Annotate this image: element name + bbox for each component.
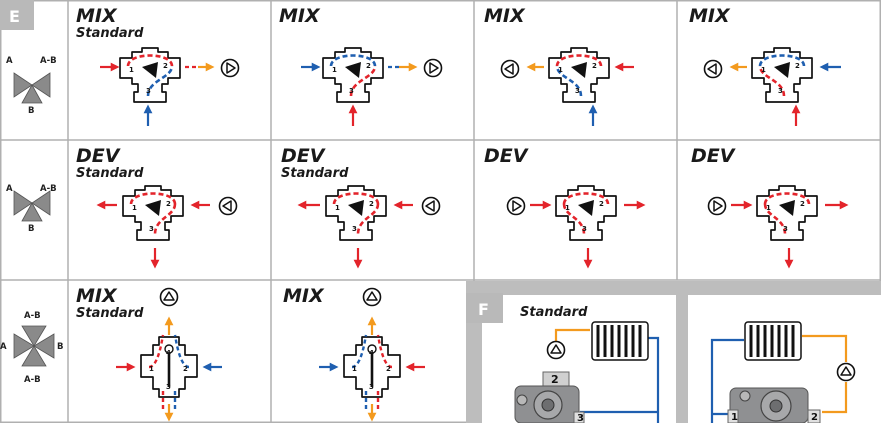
svg-text:1: 1 (352, 365, 357, 373)
valve-photo: 1 2 (727, 387, 821, 423)
cell-mode-label: MIX (689, 5, 731, 27)
cell-mix: MIX 1 2 3 (484, 5, 634, 126)
svg-text:1: 1 (558, 66, 563, 74)
cell-subtitle: Standard (281, 166, 349, 181)
cell-mix-4way: MIX 1 2 4 3 (283, 285, 425, 422)
pump-icon (506, 196, 526, 216)
svg-text:2: 2 (599, 200, 604, 208)
svg-text:1: 1 (766, 204, 771, 212)
cell-subtitle: Standard (76, 306, 144, 321)
cell-dev-standard: DEV Standard 1 2 3 (76, 145, 238, 269)
svg-text:1: 1 (149, 365, 154, 373)
svg-text:2: 2 (795, 62, 800, 70)
pump-icon (220, 58, 240, 78)
svg-text:1: 1 (132, 204, 137, 212)
cell-subtitle: Standard (76, 26, 144, 41)
svg-text:E: E (9, 7, 20, 26)
svg-text:2: 2 (366, 62, 371, 70)
svg-text:3: 3 (146, 87, 151, 95)
svg-text:2: 2 (811, 412, 818, 423)
svg-text:3: 3 (577, 413, 584, 423)
cell-dev: DEV 1 2 3 (691, 145, 849, 269)
svg-text:3: 3 (166, 383, 171, 391)
valve-label-b: B (28, 106, 34, 116)
cell-mode-label: MIX (484, 5, 526, 27)
valve-label-a: A (6, 56, 13, 66)
svg-text:3: 3 (778, 87, 783, 95)
section-e-badge: E (0, 0, 34, 30)
valve-label-ab: A-B (40, 56, 57, 66)
svg-text:4: 4 (369, 349, 374, 357)
valve-label-b: B (28, 224, 34, 234)
svg-text:3: 3 (369, 383, 374, 391)
cell-mode-label: MIX (76, 5, 118, 27)
cell-mode-label: DEV (281, 145, 326, 167)
cell-subtitle: Standard (76, 166, 144, 181)
cell-mix-standard: MIX Standard 1 2 3 (76, 5, 240, 126)
valve-label-a: A (0, 342, 7, 352)
svg-text:1: 1 (332, 66, 337, 74)
section-f-badge: F (466, 293, 503, 323)
svg-text:F: F (478, 300, 489, 319)
pump-icon (159, 287, 179, 307)
pump-icon (500, 59, 520, 79)
valve-label-ab: A-B (40, 184, 57, 194)
pump-icon (218, 196, 238, 216)
svg-text:2: 2 (800, 200, 805, 208)
svg-text:2: 2 (166, 200, 171, 208)
cell-mode-label: MIX (283, 285, 325, 307)
valve-symbol-3way-mix: A A-B B (6, 56, 57, 116)
svg-text:3: 3 (349, 87, 354, 95)
valve-label-a: A (6, 184, 13, 194)
svg-text:4: 4 (166, 349, 171, 357)
pump-icon (362, 287, 382, 307)
section-f-title: Standard (520, 305, 588, 320)
radiator-icon (590, 320, 650, 362)
svg-text:1: 1 (731, 412, 738, 423)
svg-text:2: 2 (592, 62, 597, 70)
valve-symbol-4way: A-B A B A-B (0, 311, 63, 385)
cell-mix-4way-standard: MIX Standard 1 2 4 3 (76, 285, 222, 422)
svg-text:1: 1 (761, 66, 766, 74)
svg-text:2: 2 (163, 62, 168, 70)
cell-mode-label: MIX (76, 285, 118, 307)
cell-mix: MIX 1 2 3 (279, 5, 443, 126)
svg-text:3: 3 (149, 225, 154, 233)
installation-standard: 2 3 (514, 320, 660, 423)
cell-mode-label: DEV (484, 145, 529, 167)
pump-icon (703, 59, 723, 79)
cell-mode-label: DEV (76, 145, 121, 167)
valve-photo: 2 3 (514, 371, 585, 423)
valve-symbol-3way-dev: A A-B B (6, 184, 57, 234)
svg-text:3: 3 (352, 225, 357, 233)
pump-icon (836, 362, 856, 382)
valve-label-ab-top: A-B (24, 311, 41, 321)
svg-text:2: 2 (183, 365, 188, 373)
pump-icon (546, 340, 566, 360)
cell-dev-standard: DEV Standard 1 2 3 (281, 145, 441, 269)
cell-dev: DEV 1 2 3 (484, 145, 646, 269)
pump-icon (423, 58, 443, 78)
svg-text:3: 3 (575, 87, 580, 95)
cell-mode-label: MIX (279, 5, 321, 27)
cell-mix: MIX 1 2 3 (689, 5, 841, 126)
svg-text:1: 1 (129, 66, 134, 74)
cell-mode-label: DEV (691, 145, 736, 167)
valve-label-ab-bottom: A-B (24, 375, 41, 385)
pump-icon (707, 196, 727, 216)
svg-text:1: 1 (335, 204, 340, 212)
svg-text:2: 2 (551, 373, 559, 386)
radiator-icon (743, 320, 803, 362)
svg-text:3: 3 (582, 225, 587, 233)
svg-text:3: 3 (783, 225, 788, 233)
svg-text:2: 2 (386, 365, 391, 373)
svg-text:1: 1 (565, 204, 570, 212)
valve-label-b: B (57, 342, 63, 352)
installation-alternate: 1 2 (710, 320, 856, 423)
svg-text:2: 2 (369, 200, 374, 208)
pump-icon (421, 196, 441, 216)
